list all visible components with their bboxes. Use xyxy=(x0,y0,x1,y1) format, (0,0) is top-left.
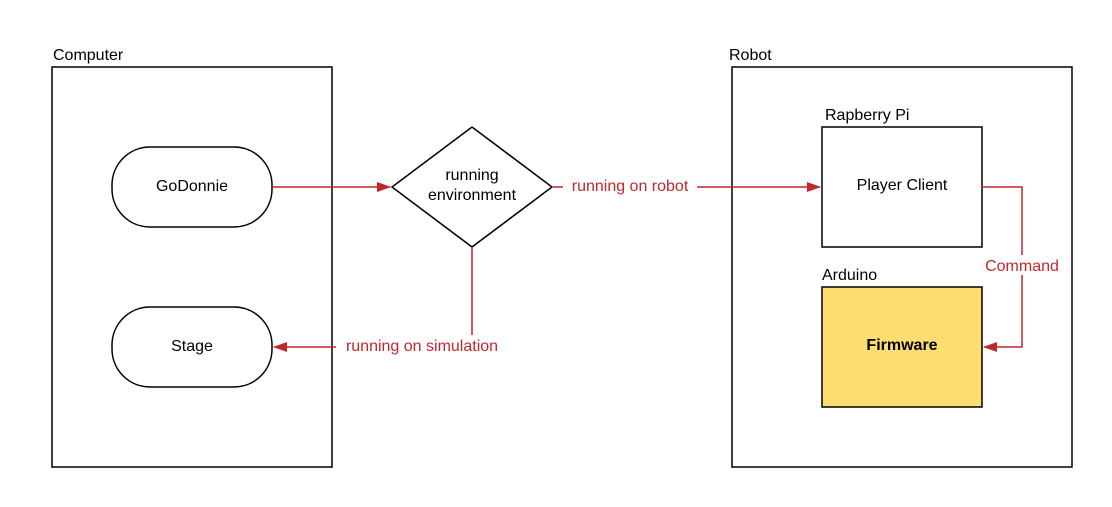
edge-robot-label: running on robot xyxy=(572,178,689,195)
edge-simulation-label-bg xyxy=(336,335,508,355)
firmware-label: Firmware xyxy=(866,337,937,354)
robot-container xyxy=(731,66,1073,468)
edge-robot-label-bg xyxy=(563,175,697,195)
stage-label: Stage xyxy=(171,338,213,355)
computer-label: Computer xyxy=(53,47,124,64)
decision-label-line1: running xyxy=(445,167,498,184)
godonnie-label: GoDonnie xyxy=(156,178,228,195)
edge-command-label-bg xyxy=(980,255,1064,275)
edge-decision-to-stage xyxy=(273,247,473,352)
raspberry-pi-label: Rapberry Pi xyxy=(825,107,909,124)
computer-container xyxy=(51,66,333,468)
player-client-label: Player Client xyxy=(857,177,948,194)
edge-simulation-label: running on simulation xyxy=(346,338,498,355)
arduino-label: Arduino xyxy=(822,267,877,284)
robot-label: Robot xyxy=(729,47,772,64)
decision-label-line2: environment xyxy=(428,187,517,204)
firmware-node[interactable] xyxy=(821,286,983,408)
edge-command-label: Command xyxy=(985,258,1059,275)
stage-node[interactable] xyxy=(111,306,273,388)
